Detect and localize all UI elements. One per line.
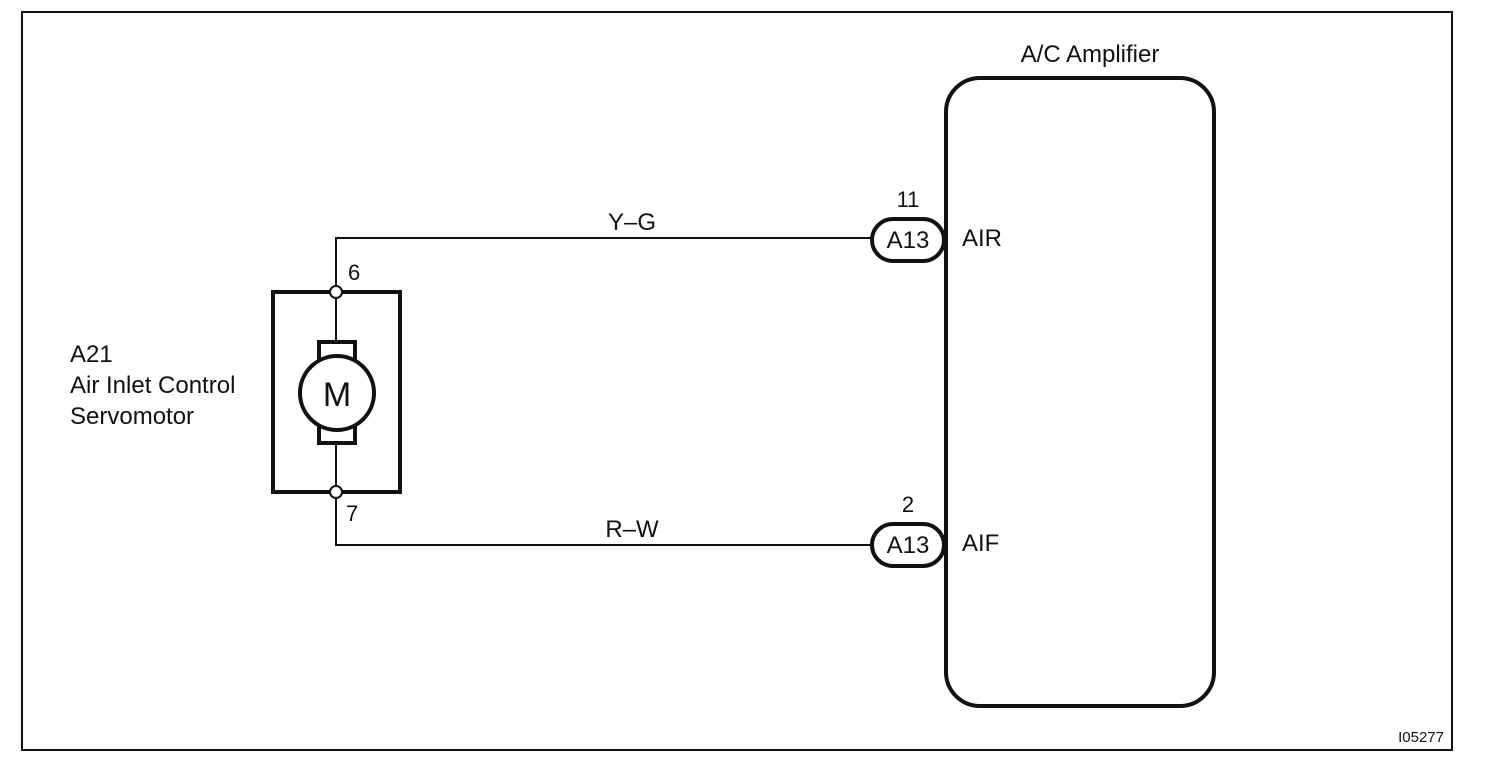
wire-r-w [335, 492, 872, 546]
amplifier-title: A/C Amplifier [1021, 41, 1160, 68]
diagram-frame [21, 11, 1453, 751]
motor-circle [298, 354, 376, 432]
connector-a13-pin-2: A13 [870, 522, 946, 568]
junction-pin-7 [329, 485, 343, 499]
wire-color-y-g: Y–G [608, 209, 656, 236]
servo-pin-6: 6 [348, 260, 360, 285]
terminal-name-aif: AIF [962, 530, 999, 557]
motor-symbol: M [298, 340, 376, 445]
junction-pin-6 [329, 285, 343, 299]
wire-color-r-w: R–W [605, 516, 659, 543]
figure-id: I05277 [1398, 729, 1444, 746]
terminal-name-air: AIR [962, 225, 1002, 252]
servomotor-name-line1: Air Inlet Control [70, 372, 235, 399]
pin-number-11: 11 [897, 187, 920, 212]
servo-pin-7: 7 [346, 501, 358, 526]
connector-badge [870, 522, 946, 568]
connector-code: A13 [887, 532, 930, 559]
pin-number-2: 2 [902, 492, 914, 517]
servomotor-name-line2: Servomotor [70, 403, 194, 430]
connector-a13-pin-11: A13 [870, 217, 946, 263]
connector-code: A13 [887, 227, 930, 254]
connector-badge [870, 217, 946, 263]
wire-y-g [335, 237, 872, 292]
amplifier-box [944, 76, 1216, 708]
motor-symbol-label: M [323, 376, 351, 414]
servomotor-code: A21 [70, 341, 113, 368]
